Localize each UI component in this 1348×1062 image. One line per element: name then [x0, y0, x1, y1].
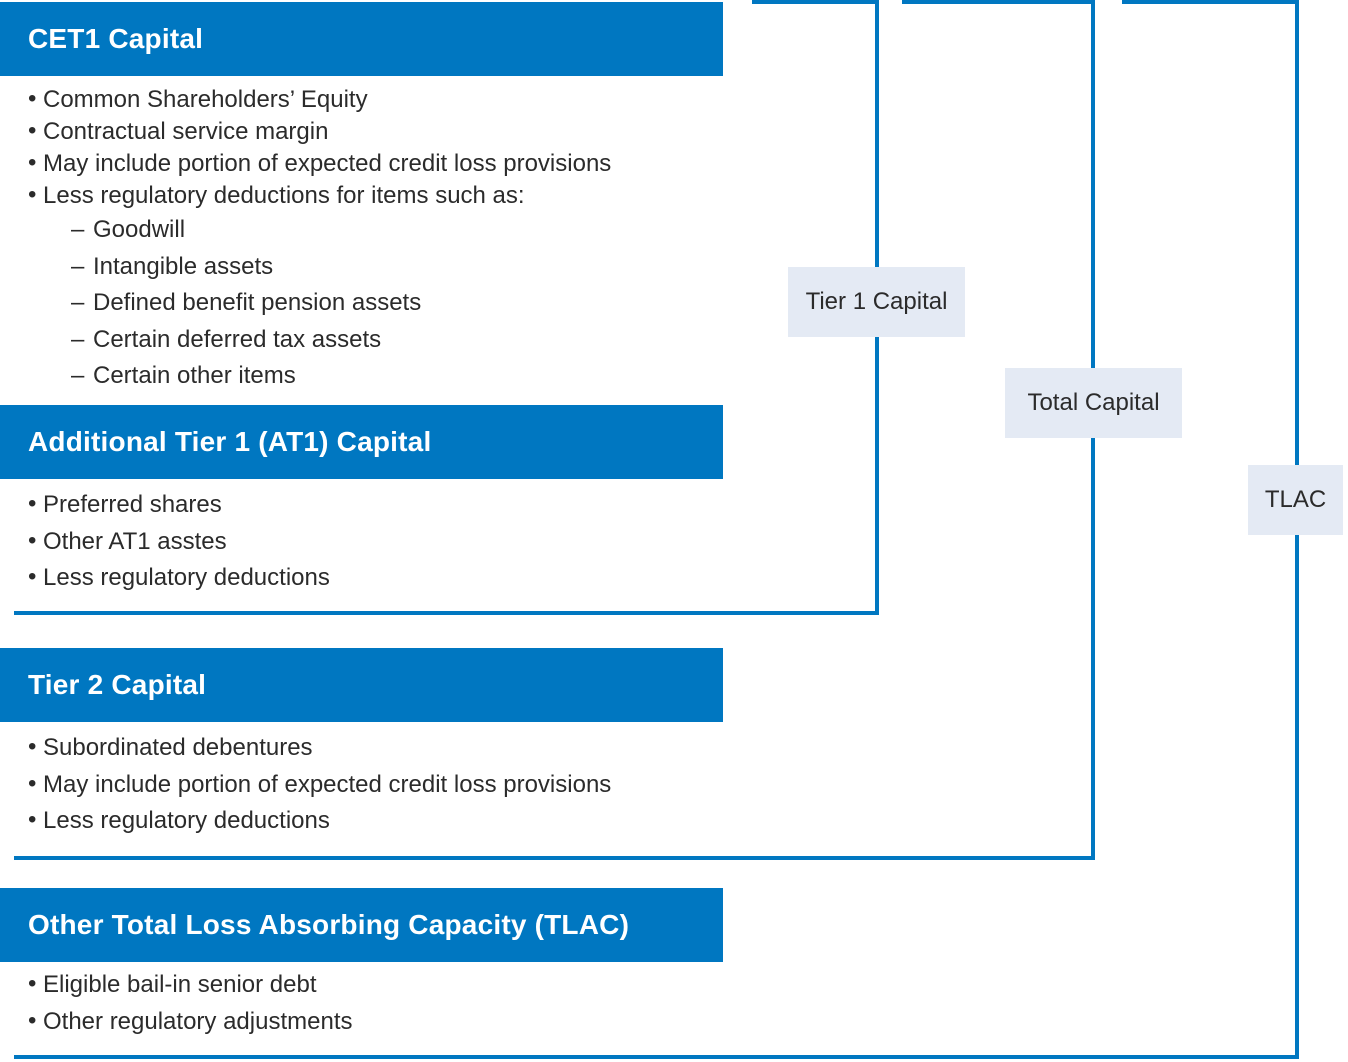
tier2-header-title: Tier 2 Capital — [28, 669, 207, 700]
tier1-bracket-bottom-line — [14, 611, 879, 615]
tlac-bracket-bottom-line — [14, 1055, 1299, 1059]
tlac-header-title: Other Total Loss Absorbing Capacity (TLA… — [28, 909, 630, 940]
bullet-item: Other regulatory adjustments — [28, 1003, 352, 1041]
bullet-item: Contractual service margin — [28, 115, 611, 148]
bullet-item: Preferred shares — [28, 486, 330, 524]
bullet-item: Other AT1 asstes — [28, 523, 330, 561]
cet1-header-title: CET1 Capital — [28, 23, 204, 54]
bullet-item: Less regulatory deductions for items suc… — [28, 179, 611, 212]
tlac-bullet-list: Eligible bail-in senior debt Other regul… — [28, 966, 352, 1041]
sub-bullet-item: Goodwill — [28, 212, 421, 249]
bullet-item: May include portion of expected credit l… — [28, 147, 611, 180]
tlac-header-bar: Other Total Loss Absorbing Capacity (TLA… — [0, 888, 723, 962]
cet1-sub-bullet-list: Goodwill Intangible assets Defined benef… — [28, 212, 421, 395]
at1-header-title: Additional Tier 1 (AT1) Capital — [28, 426, 432, 457]
total-capital-bracket-bottom-line — [14, 856, 1095, 860]
sub-bullet-item: Certain deferred tax assets — [28, 322, 421, 359]
cet1-bullet-list: Common Shareholders’ Equity Contractual … — [28, 83, 611, 212]
bullet-item: Common Shareholders’ Equity — [28, 83, 611, 116]
at1-bullet-list: Preferred shares Other AT1 asstes Less r… — [28, 486, 330, 597]
tier1-capital-label: Tier 1 Capital — [788, 267, 965, 337]
tier1-bracket-top-line — [752, 0, 879, 4]
total-capital-label: Total Capital — [1005, 368, 1182, 438]
tier1-capital-label-text: Tier 1 Capital — [805, 288, 948, 315]
total-capital-label-text: Total Capital — [1027, 389, 1160, 416]
bullet-item: Less regulatory deductions — [28, 802, 611, 840]
tlac-label-text: TLAC — [1264, 486, 1327, 513]
sub-bullet-item: Defined benefit pension assets — [28, 285, 421, 322]
tier2-header-bar: Tier 2 Capital — [0, 648, 723, 722]
bullet-item: Eligible bail-in senior debt — [28, 966, 352, 1004]
tlac-bracket-top-line — [1122, 0, 1299, 4]
total-capital-bracket-top-line — [902, 0, 1095, 4]
bullet-item: May include portion of expected credit l… — [28, 766, 611, 804]
sub-bullet-item: Intangible assets — [28, 249, 421, 286]
bullet-item: Less regulatory deductions — [28, 559, 330, 597]
bullet-item: Subordinated debentures — [28, 729, 611, 767]
cet1-header-bar: CET1 Capital — [0, 2, 723, 76]
sub-bullet-item: Certain other items — [28, 358, 421, 395]
tlac-label: TLAC — [1248, 465, 1343, 535]
tier2-bullet-list: Subordinated debentures May include port… — [28, 729, 611, 840]
at1-header-bar: Additional Tier 1 (AT1) Capital — [0, 405, 723, 479]
